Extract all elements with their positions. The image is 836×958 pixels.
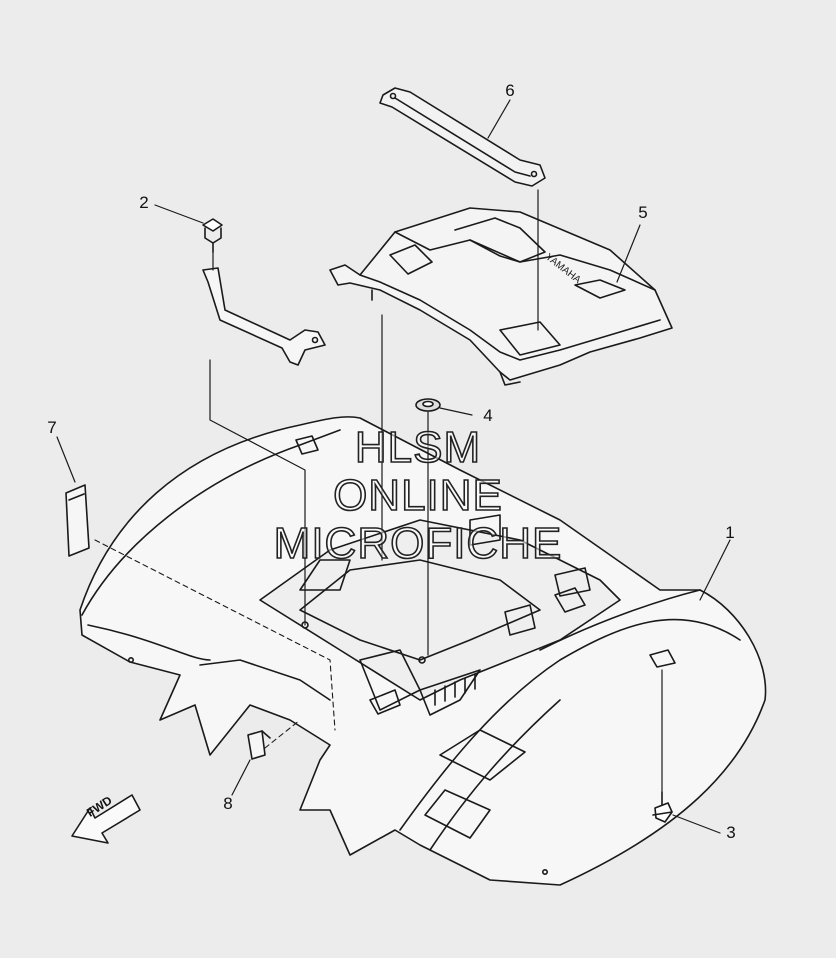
callout-8: 8: [223, 794, 233, 813]
rear-fender-part: [79, 416, 767, 886]
bolt-flange-part: [652, 791, 673, 823]
leader-lines: [56, 99, 731, 834]
callout-5: 5: [638, 203, 648, 222]
bolt-bracket-top-part: [202, 218, 223, 253]
grommet-part: [415, 398, 441, 412]
callout-1: 1: [725, 523, 735, 542]
fwd-arrow-icon: [71, 794, 141, 844]
callout-2: 2: [139, 193, 149, 212]
callout-6: 6: [505, 81, 515, 100]
callout-4: 4: [483, 406, 493, 425]
watermark-line-2: ONLINE: [332, 471, 503, 521]
carrier-plate-part: [379, 87, 546, 187]
assembly-lines: [209, 189, 663, 793]
watermark-line-3: MICROFICHE: [273, 519, 563, 569]
rear-carrier-cover-part: YAMAHA: [329, 207, 673, 386]
label-plate-part: [65, 484, 90, 557]
bracket-part: [202, 267, 326, 366]
hidden-lines: [94, 539, 336, 749]
watermark-line-1: HLSM: [354, 423, 482, 473]
callout-3: 3: [726, 823, 736, 842]
clip-part: [247, 730, 271, 760]
callout-7: 7: [47, 418, 57, 437]
